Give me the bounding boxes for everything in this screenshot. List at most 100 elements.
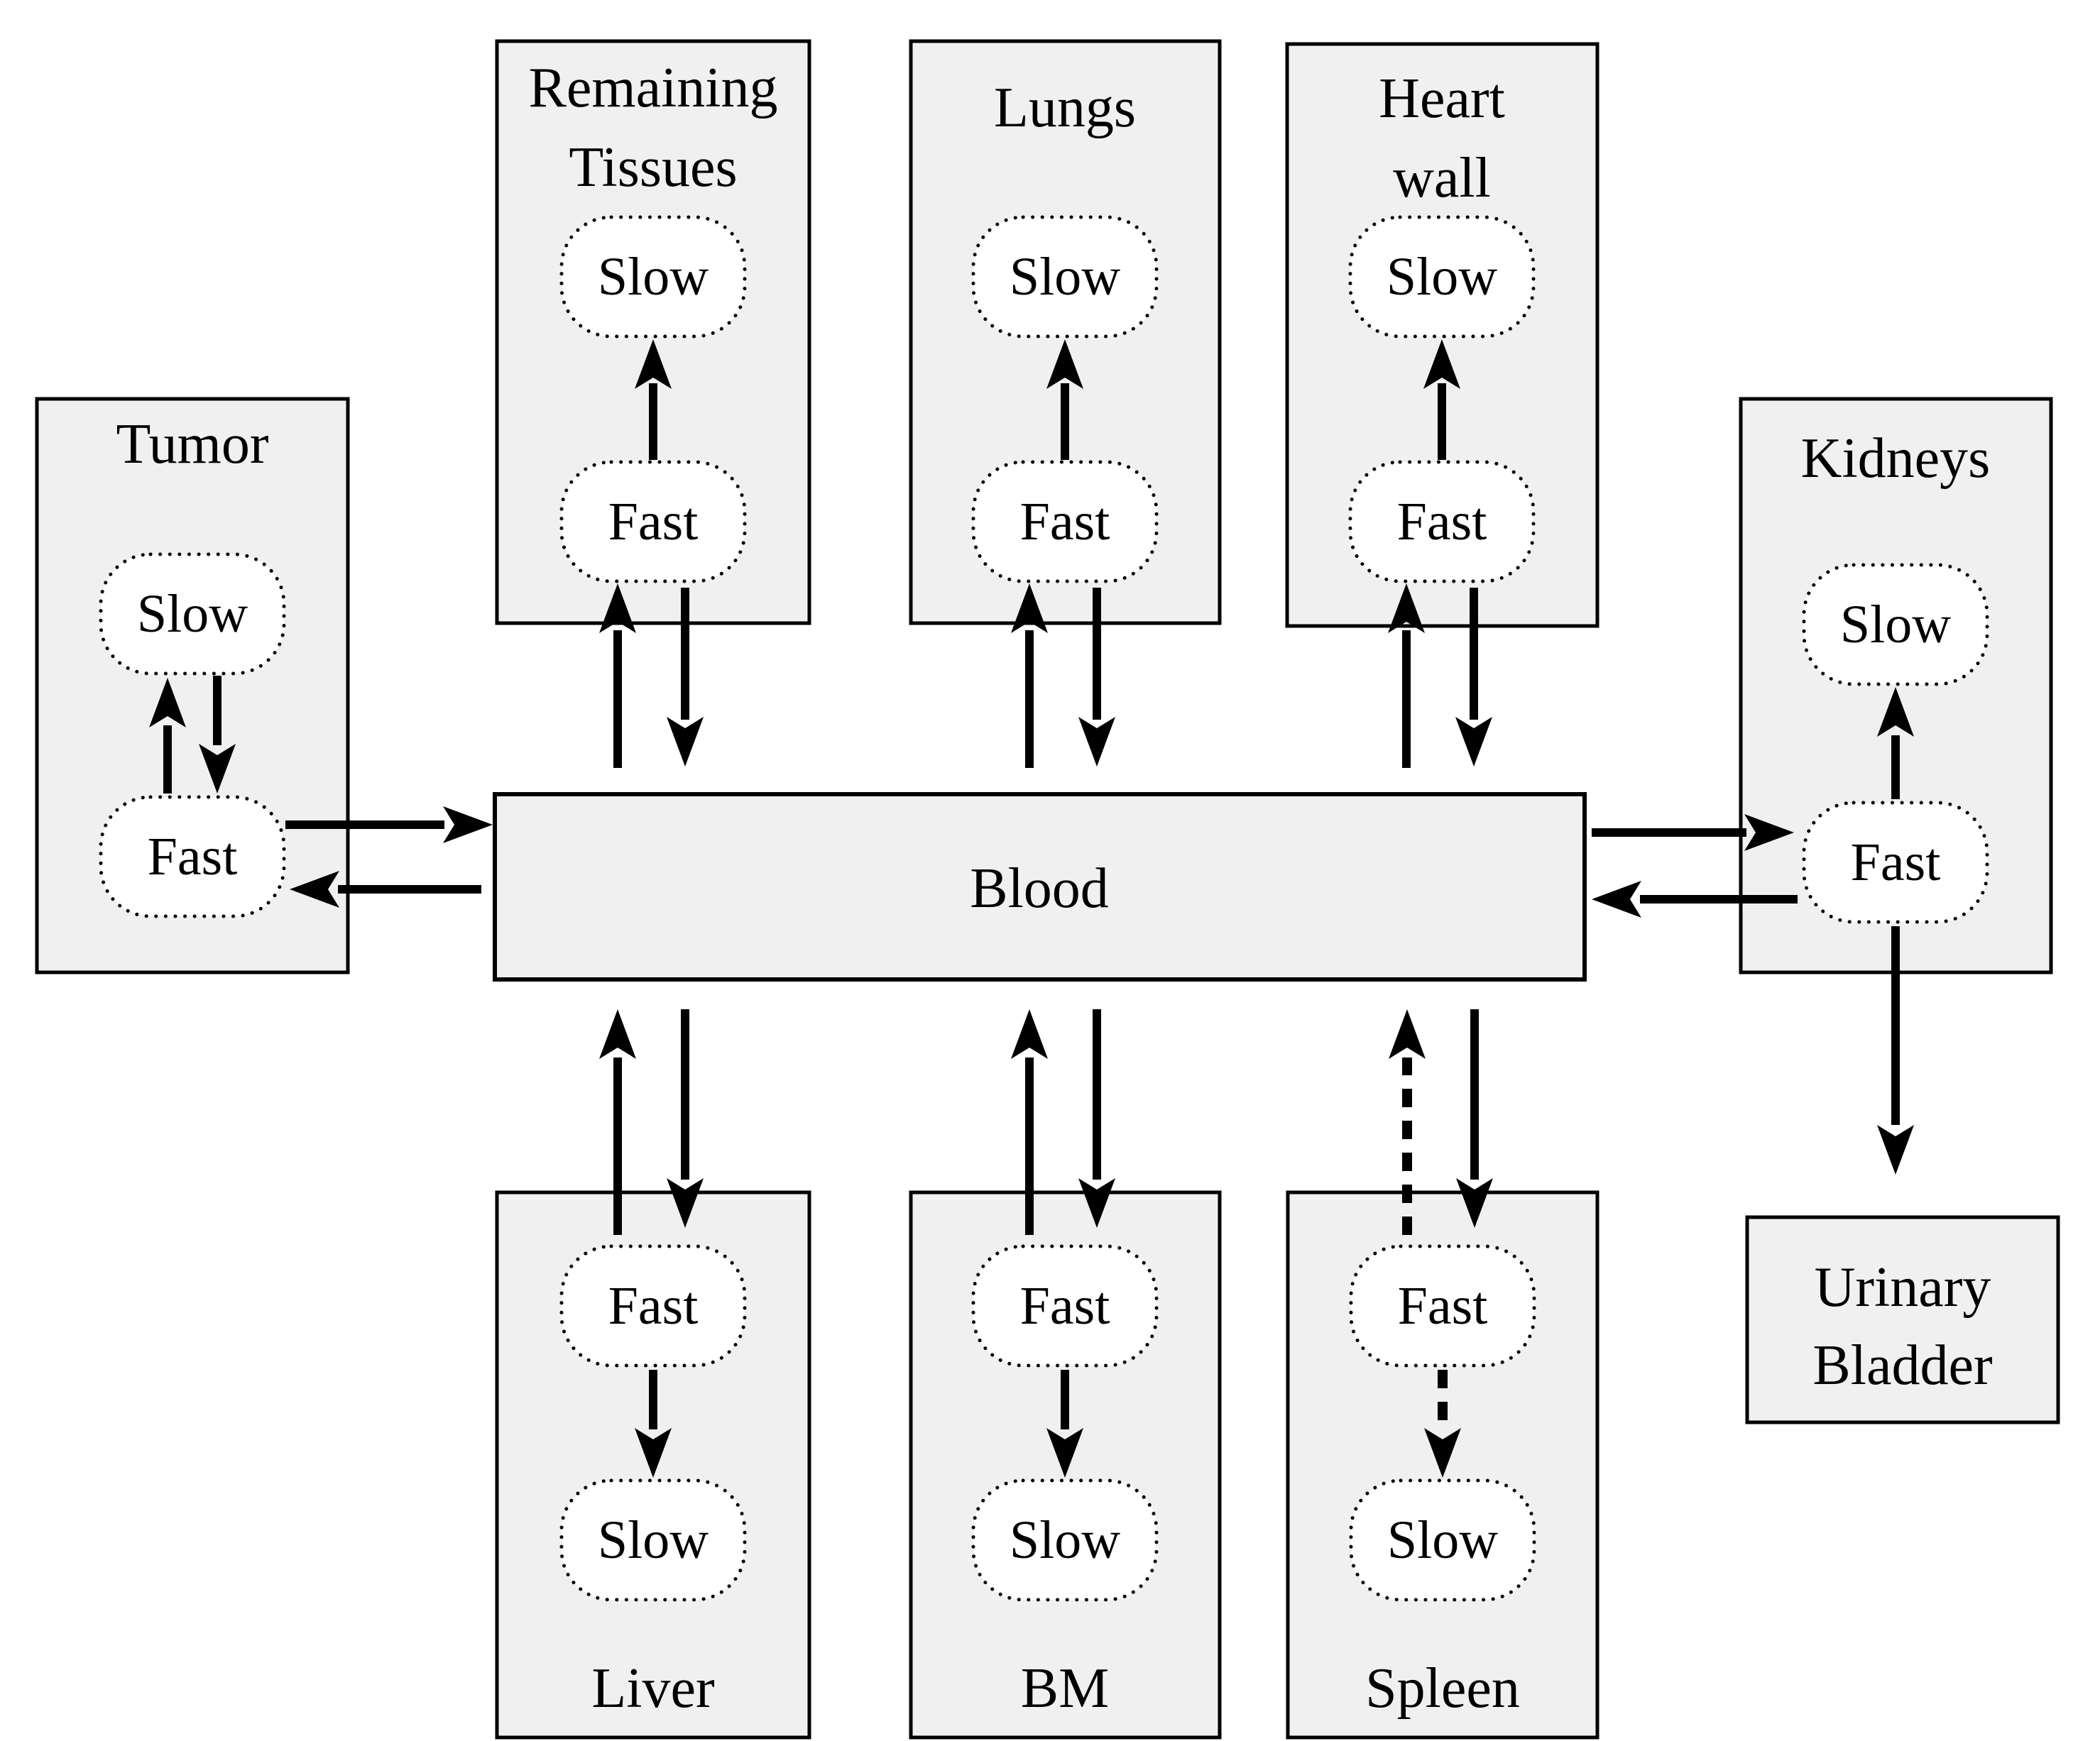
arrowhead-right xyxy=(443,806,493,843)
lungs-slow-label: Slow xyxy=(1010,247,1120,307)
blood-box: Blood xyxy=(493,792,1587,982)
urinary-bladder-title-line1: Urinary xyxy=(1815,1256,1991,1319)
arrowhead-up xyxy=(1877,687,1914,737)
urinary-bladder-title-line2: Bladder xyxy=(1812,1334,1992,1397)
arrow-liver-to-blood xyxy=(599,1009,636,1235)
arrowhead-right xyxy=(1744,814,1794,851)
kidneys-box: Kidneys Slow Fast xyxy=(1739,397,2053,974)
liver-title: Liver xyxy=(591,1657,714,1720)
arrow-remaining-tissues-to-blood xyxy=(667,588,704,767)
liver-slow-label: Slow xyxy=(598,1510,709,1570)
urinary-bladder-box: Urinary Bladder xyxy=(1745,1215,2060,1424)
remaining-tissues-slow-label: Slow xyxy=(598,247,709,307)
arrow-liver-fast-to-slow xyxy=(635,1370,672,1478)
arrow-bm-to-blood xyxy=(1011,1009,1048,1235)
arrow-kidneys-to-urinary-bladder xyxy=(1877,926,1914,1175)
blood-box-rect xyxy=(493,792,1587,982)
remaining-tissues-title-line2: Tissues xyxy=(569,136,737,199)
tumor-title: Tumor xyxy=(116,413,269,476)
arrow-tumor-to-blood xyxy=(285,806,493,843)
bm-fast-compartment xyxy=(971,1244,1159,1368)
arrow-heart-wall-fast-to-slow xyxy=(1423,339,1460,460)
bm-slow-compartment xyxy=(971,1478,1159,1602)
arrow-bm-fast-to-slow xyxy=(1046,1370,1083,1478)
arrowhead-up xyxy=(1423,339,1460,389)
lungs-fast-compartment xyxy=(971,460,1159,583)
heart-wall-fast-label: Fast xyxy=(1397,492,1487,551)
arrow-blood-to-remaining-tissues xyxy=(599,583,636,768)
arrowhead-up xyxy=(635,339,672,389)
arrowhead-down xyxy=(199,744,236,793)
remaining-tissues-slow-compartment xyxy=(559,215,747,339)
arrow-kidneys-fast-to-slow xyxy=(1877,687,1914,799)
tumor-fast-label: Fast xyxy=(148,827,238,886)
arrowhead-down xyxy=(667,1178,704,1228)
arrow-blood-to-heart-wall xyxy=(1388,583,1425,768)
heart-wall-title-line2: wall xyxy=(1393,147,1491,209)
lungs-slow-compartment xyxy=(971,215,1159,339)
heart-wall-box: Heart wall Slow Fast xyxy=(1285,42,1599,628)
liver-fast-label: Fast xyxy=(608,1276,699,1336)
arrow-blood-to-liver xyxy=(667,1009,704,1228)
bm-title: BM xyxy=(1021,1657,1110,1720)
arrow-blood-to-lungs xyxy=(1011,583,1048,768)
kidneys-slow-label: Slow xyxy=(1840,595,1951,654)
spleen-slow-compartment xyxy=(1349,1478,1536,1602)
arrow-heart-wall-to-blood xyxy=(1455,588,1492,767)
remaining-tissues-box: Remaining Tissues Slow Fast xyxy=(495,39,811,625)
arrowhead-down xyxy=(1078,717,1115,767)
liver-slow-compartment xyxy=(559,1478,747,1602)
tumor-slow-compartment xyxy=(99,552,286,676)
arrow-spleen-to-blood-dashed xyxy=(1389,1009,1426,1235)
bm-slow-label: Slow xyxy=(1010,1510,1120,1570)
kidneys-title: Kidneys xyxy=(1801,427,1991,490)
arrowhead-up xyxy=(599,583,636,633)
kidneys-fast-label: Fast xyxy=(1851,833,1941,892)
arrow-remaining-tissues-fast-to-slow xyxy=(635,339,672,460)
arrowhead-up xyxy=(1389,1009,1426,1059)
arrowhead-up xyxy=(1011,583,1048,633)
arrowhead-down xyxy=(1424,1428,1461,1478)
arrowhead-up xyxy=(599,1009,636,1059)
heart-wall-fast-compartment xyxy=(1348,460,1536,583)
arrowhead-down xyxy=(1877,1125,1914,1175)
arrow-lungs-fast-to-slow xyxy=(1046,339,1083,460)
arrow-blood-to-tumor xyxy=(290,871,481,908)
arrow-lungs-to-blood xyxy=(1078,588,1115,767)
heart-wall-title-line1: Heart xyxy=(1379,67,1505,130)
spleen-slow-label: Slow xyxy=(1387,1510,1498,1570)
bm-box: Fast Slow BM xyxy=(909,1190,1222,1740)
arrowhead-down xyxy=(667,717,704,767)
arrowhead-down xyxy=(635,1428,672,1478)
arrowhead-down xyxy=(1456,1178,1493,1228)
kidneys-fast-compartment xyxy=(1802,801,1989,924)
remaining-tissues-fast-label: Fast xyxy=(608,492,699,551)
spleen-title: Spleen xyxy=(1365,1657,1520,1720)
spleen-fast-label: Fast xyxy=(1398,1276,1488,1336)
urinary-bladder-box-rect xyxy=(1745,1215,2060,1424)
bm-fast-label: Fast xyxy=(1020,1276,1110,1336)
arrow-blood-to-bm xyxy=(1078,1009,1115,1228)
heart-wall-slow-compartment xyxy=(1348,215,1536,339)
blood-title: Blood xyxy=(970,857,1109,920)
liver-fast-compartment xyxy=(559,1244,747,1368)
kidneys-slow-compartment xyxy=(1802,563,1989,686)
tumor-fast-compartment xyxy=(99,795,286,918)
arrowhead-up xyxy=(1011,1009,1048,1059)
tumor-slow-label: Slow xyxy=(137,584,248,644)
arrow-tumor-slow-to-fast xyxy=(199,676,236,793)
lungs-box: Lungs Slow Fast xyxy=(909,39,1222,625)
tumor-box: Tumor Slow Fast xyxy=(35,397,350,974)
arrowhead-up xyxy=(1046,339,1083,389)
remaining-tissues-title-line1: Remaining xyxy=(528,57,777,119)
arrow-spleen-fast-to-slow-dashed xyxy=(1424,1370,1461,1478)
arrowhead-left xyxy=(1592,881,1641,918)
heart-wall-slow-label: Slow xyxy=(1387,247,1497,307)
spleen-box: Fast Slow Spleen xyxy=(1286,1190,1599,1740)
arrowhead-down xyxy=(1046,1428,1083,1478)
arrow-tumor-fast-to-slow xyxy=(149,678,186,793)
arrowhead-down xyxy=(1455,717,1492,767)
arrowhead-up xyxy=(1388,583,1425,633)
